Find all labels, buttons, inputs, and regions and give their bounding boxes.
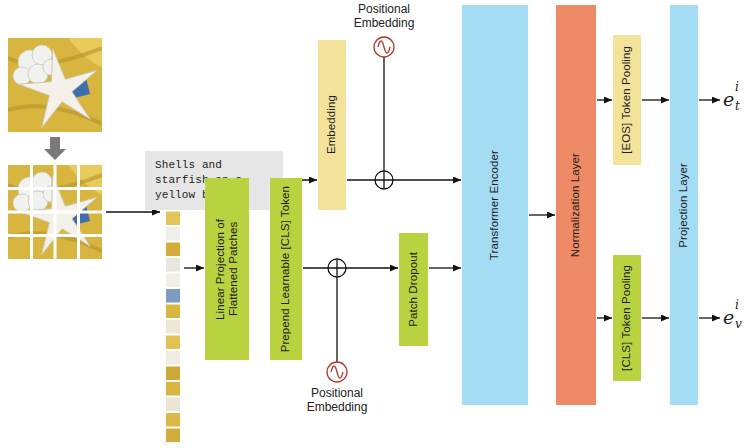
positional-embedding-bottom bbox=[327, 259, 347, 382]
embedding-wire bbox=[383, 57, 384, 171]
encoder-box: Transformer Encoder bbox=[462, 5, 528, 405]
output-symbol: e bbox=[723, 306, 734, 328]
node-text: Embedding bbox=[325, 95, 338, 154]
node-text: Transformer Encoder bbox=[488, 150, 501, 260]
projection-layer-box: Projection Layer bbox=[670, 5, 698, 405]
node-text: [CLS] Token Pooling bbox=[620, 265, 633, 371]
sine-wave bbox=[331, 366, 343, 378]
patch bbox=[166, 243, 180, 257]
embedding-wire bbox=[336, 277, 337, 362]
output-arrow bbox=[699, 317, 720, 318]
flow-arrow bbox=[429, 267, 461, 268]
patch bbox=[166, 336, 180, 350]
embedding-label: Positional Embedding bbox=[302, 386, 372, 414]
input-photo bbox=[8, 38, 102, 132]
node-text: [EOS] Token Pooling bbox=[620, 46, 633, 154]
grid-gap bbox=[8, 211, 102, 214]
patch bbox=[166, 274, 180, 288]
node-text: Projection Layer bbox=[677, 163, 690, 248]
cls-token-box: Prepend Learnable [CLS] Token bbox=[270, 178, 302, 360]
sine-wave bbox=[378, 41, 390, 53]
flow-arrow bbox=[642, 99, 669, 100]
patch bbox=[166, 351, 180, 365]
embedding-label: Positional Embedding bbox=[349, 2, 419, 30]
pooling-box: [CLS] Token Pooling bbox=[613, 255, 641, 381]
patch bbox=[166, 367, 180, 381]
patch bbox=[166, 413, 180, 427]
patch bbox=[166, 429, 180, 443]
patch-grid bbox=[8, 165, 102, 259]
patch-photo bbox=[8, 165, 102, 259]
patch-arrow bbox=[106, 211, 160, 212]
output-subscript: v bbox=[735, 318, 742, 331]
positional-embedding-top bbox=[374, 37, 394, 189]
node-text: Patch Dropout bbox=[407, 252, 420, 327]
patch bbox=[166, 305, 180, 319]
output-superscript: i bbox=[735, 299, 739, 312]
projection-box: Linear Projection of Flattened Patches bbox=[205, 178, 249, 360]
node-text: Prepend Learnable [CLS] Token bbox=[279, 186, 292, 352]
patch bbox=[166, 320, 180, 334]
node-text: Normalization Layer bbox=[569, 153, 582, 257]
output-superscript: i bbox=[735, 81, 739, 94]
patch bbox=[166, 212, 180, 226]
norm-box: Normalization Layer bbox=[556, 5, 596, 405]
patch bbox=[166, 258, 180, 272]
output-symbol: e bbox=[723, 88, 734, 110]
flow-arrow bbox=[597, 317, 612, 318]
flow-arrow bbox=[642, 317, 669, 318]
embedding-box: Embedding bbox=[318, 40, 346, 210]
split-arrow bbox=[44, 137, 66, 160]
patch bbox=[166, 398, 180, 412]
flow-arrow bbox=[303, 267, 398, 268]
flow-arrow bbox=[529, 214, 555, 215]
flow-arrow bbox=[597, 99, 612, 100]
grid-gap bbox=[8, 234, 102, 237]
patch bbox=[166, 227, 180, 241]
output-subscript: t bbox=[735, 100, 740, 113]
grid-gap bbox=[8, 187, 102, 190]
sine-symbol bbox=[327, 362, 347, 382]
flow-arrow bbox=[347, 179, 461, 180]
pooling-box: [EOS] Token Pooling bbox=[613, 35, 641, 165]
patch bbox=[166, 382, 180, 396]
patch bbox=[166, 289, 180, 303]
patch-strip bbox=[166, 196, 180, 442]
sine-symbol bbox=[374, 37, 394, 57]
output-arrow bbox=[699, 99, 720, 100]
dropout-box: Patch Dropout bbox=[399, 233, 428, 346]
patch-arrow bbox=[184, 267, 204, 268]
node-text: Linear Projection of Flattened Patches bbox=[214, 204, 240, 334]
